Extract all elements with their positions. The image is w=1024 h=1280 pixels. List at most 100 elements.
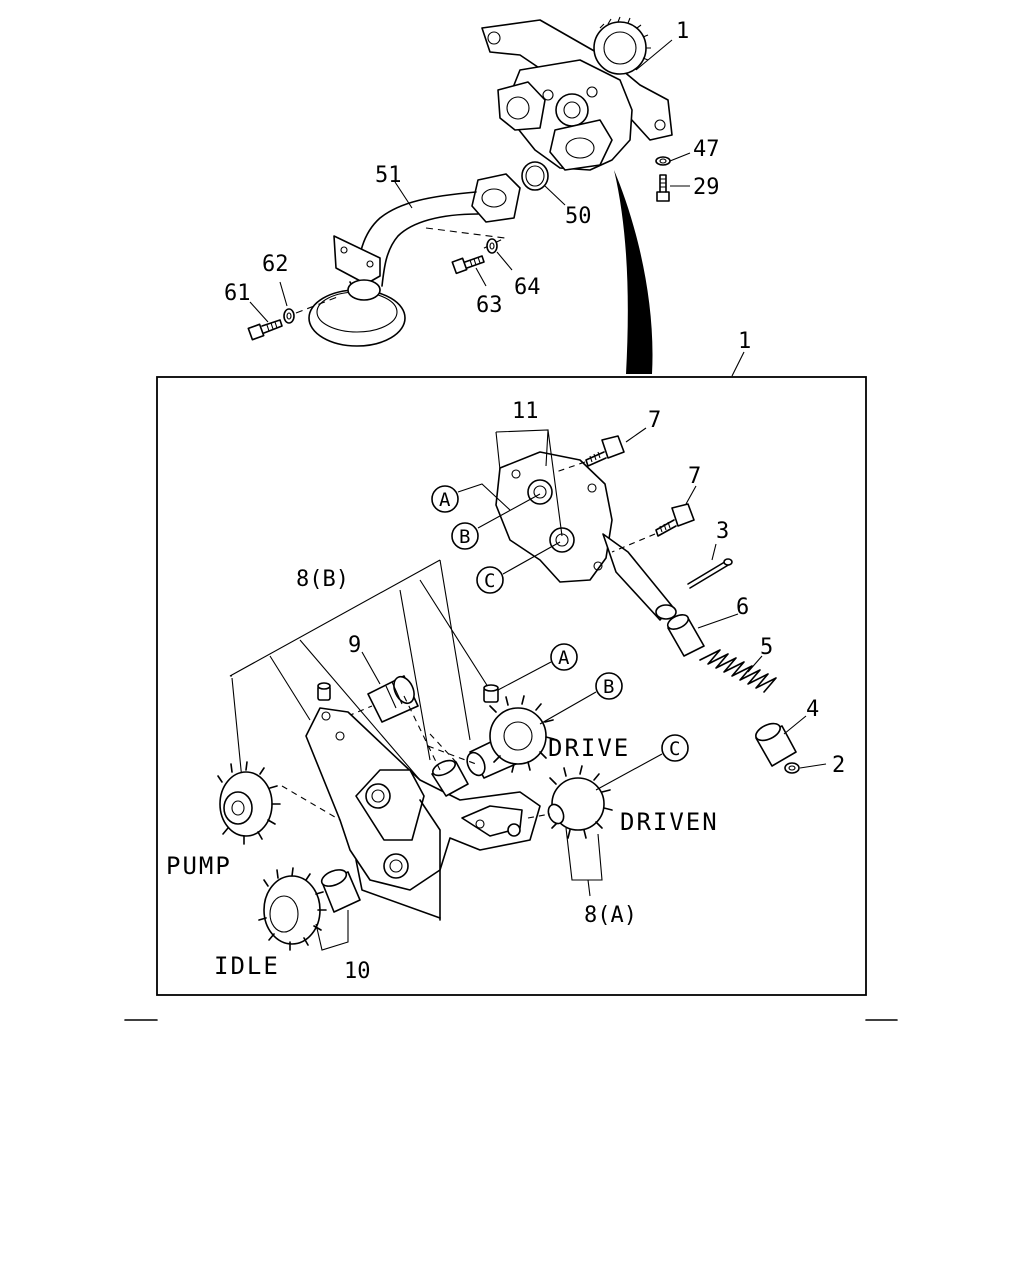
drive-gear-icon — [466, 695, 555, 779]
bushing-10-icon — [320, 869, 361, 913]
oil-strainer-pipe-icon — [308, 173, 521, 347]
detail-pointer-arrow — [614, 170, 653, 374]
dashed-driven — [527, 813, 551, 819]
leader-3 — [711, 543, 717, 561]
label-47: 47 — [693, 137, 720, 162]
dashed-pump — [281, 785, 341, 821]
bracket-10 — [315, 910, 349, 951]
bolt-7-upper-icon — [585, 435, 625, 467]
bolt-61-icon — [247, 319, 283, 341]
leader-ref-c-cover — [502, 541, 561, 575]
leader-5 — [747, 655, 763, 673]
bracket-8a — [565, 827, 603, 897]
leader-7-upper — [625, 427, 647, 443]
label-29: 29 — [693, 175, 720, 200]
label-11: 11 — [512, 399, 539, 424]
leader-2 — [799, 763, 827, 769]
dowel-left-icon — [317, 682, 331, 701]
washer-47-icon — [655, 156, 671, 166]
label-3: 3 — [716, 519, 729, 544]
ref-c-gear-text: C — [669, 738, 680, 760]
washer-64-icon — [486, 238, 498, 254]
word-idle: IDLE — [214, 952, 280, 980]
label-8b: 8(B) — [296, 567, 349, 592]
leader-4 — [783, 715, 807, 735]
bolt-63-icon — [451, 255, 485, 275]
dashed-housing — [403, 695, 457, 771]
leader-7-lower — [685, 485, 697, 505]
washer-62-icon — [283, 308, 295, 324]
ring-2-icon — [784, 762, 800, 774]
oil-pump-assembly-drawing — [481, 16, 673, 171]
label-50: 50 — [565, 204, 592, 229]
label-1-top: 1 — [676, 19, 689, 44]
label-6: 6 — [736, 595, 749, 620]
word-driven: DRIVEN — [620, 808, 719, 836]
ref-a-cover-text: A — [439, 489, 451, 511]
bolt-29-icon — [656, 174, 670, 202]
label-61: 61 — [224, 281, 251, 306]
leader-11 — [495, 429, 563, 537]
dowel-right-icon — [483, 684, 499, 703]
label-62: 62 — [262, 252, 289, 277]
label-2: 2 — [832, 753, 845, 778]
dashed-7-upper — [555, 461, 586, 473]
label-7-upper: 7 — [648, 408, 661, 433]
ref-b-gear-text: B — [603, 676, 614, 698]
sleeve-6-icon — [666, 614, 705, 657]
leader-1-detail — [731, 351, 745, 377]
o-ring-50-icon — [521, 161, 549, 191]
leader-64 — [496, 251, 513, 271]
word-drive: DRIVE — [548, 734, 630, 762]
ref-b-cover-text: B — [459, 526, 470, 548]
dashed-link-61 — [295, 295, 341, 314]
word-pump: PUMP — [166, 852, 232, 880]
label-63: 63 — [476, 293, 503, 318]
leader-ref-a-cover — [457, 483, 511, 511]
leader-62 — [279, 281, 288, 307]
leader-47 — [669, 152, 691, 162]
ref-a-gear-marker — [550, 643, 578, 671]
label-4: 4 — [806, 697, 819, 722]
label-5: 5 — [760, 635, 773, 660]
dashed-7-lower — [611, 533, 656, 553]
label-1-detail: 1 — [738, 329, 751, 354]
ref-b-gear-marker — [595, 672, 623, 700]
leader-ref-b-cover — [477, 493, 541, 529]
spring-5-icon — [699, 649, 777, 693]
plug-4-icon — [755, 722, 797, 767]
label-64: 64 — [514, 275, 541, 300]
ref-c-cover-text: C — [484, 570, 495, 592]
detail-frame — [156, 376, 867, 996]
leader-ref-b-gear — [539, 691, 597, 725]
pump-cover-icon — [495, 451, 677, 621]
leader-63 — [475, 267, 487, 287]
idle-gear-icon — [258, 867, 327, 951]
ref-a-gear-text: A — [558, 647, 570, 669]
leader-51 — [394, 181, 413, 209]
label-9: 9 — [348, 633, 361, 658]
label-10: 10 — [344, 959, 371, 984]
leader-11-left — [495, 431, 501, 471]
pump-gear-icon — [217, 761, 281, 845]
driven-gear-icon — [547, 765, 613, 839]
pump-housing-icon — [305, 707, 541, 921]
ref-b-cover-marker — [451, 522, 479, 550]
leader-ref-c-gear — [595, 753, 663, 791]
bolt-7-lower-icon — [655, 503, 695, 537]
leader-1-top — [635, 39, 673, 71]
leader-61 — [249, 301, 269, 323]
bushing-middle-icon — [431, 759, 469, 797]
dashed-drive — [427, 745, 477, 765]
leader-50 — [544, 185, 566, 206]
bushing-9-icon — [367, 675, 419, 723]
label-51: 51 — [375, 163, 402, 188]
ref-c-gear-marker — [661, 734, 689, 762]
ref-a-cover-marker — [431, 485, 459, 513]
leader-6 — [697, 613, 739, 629]
leader-9 — [361, 651, 381, 685]
dashed-9 — [347, 705, 373, 717]
label-8a: 8(A) — [584, 903, 637, 928]
